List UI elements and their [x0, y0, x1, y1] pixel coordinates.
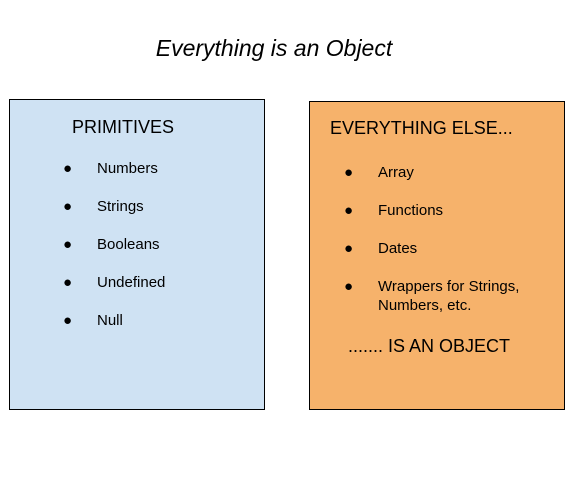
- bullet-icon: ●: [344, 164, 354, 181]
- primitive-item-numbers: Numbers: [97, 160, 158, 177]
- bullet-icon: ●: [344, 240, 354, 257]
- bullet-icon: ●: [63, 160, 73, 177]
- primitive-item-undefined: Undefined: [97, 274, 166, 291]
- primitive-item-null: Null: [97, 312, 123, 329]
- object-item-array: Array: [378, 164, 414, 181]
- object-item-dates: Dates: [378, 240, 418, 257]
- primitive-item-strings: Strings: [97, 198, 144, 215]
- everything-else-heading: EVERYTHING ELSE...: [330, 118, 513, 138]
- is-an-object-label: ....... IS AN OBJECT: [348, 336, 511, 356]
- everything-else-box: EVERYTHING ELSE... ● Array ● Functions ●…: [309, 101, 565, 410]
- object-item-functions: Functions: [378, 202, 444, 219]
- bullet-icon: ●: [63, 274, 73, 291]
- bullet-icon: ●: [63, 312, 73, 329]
- bullet-icon: ●: [63, 198, 73, 215]
- bullet-icon: ●: [63, 236, 73, 253]
- primitives-box: PRIMITIVES ● Numbers ● Strings ● Boolean…: [9, 99, 265, 410]
- object-item-wrappers: Wrappers for Strings, Numbers, etc.: [378, 278, 520, 314]
- bullet-icon: ●: [344, 202, 354, 219]
- bullet-icon: ●: [344, 278, 354, 295]
- diagram-title: Everything is an Object: [155, 35, 393, 61]
- primitives-heading: PRIMITIVES: [72, 117, 175, 137]
- primitive-item-booleans: Booleans: [97, 236, 160, 253]
